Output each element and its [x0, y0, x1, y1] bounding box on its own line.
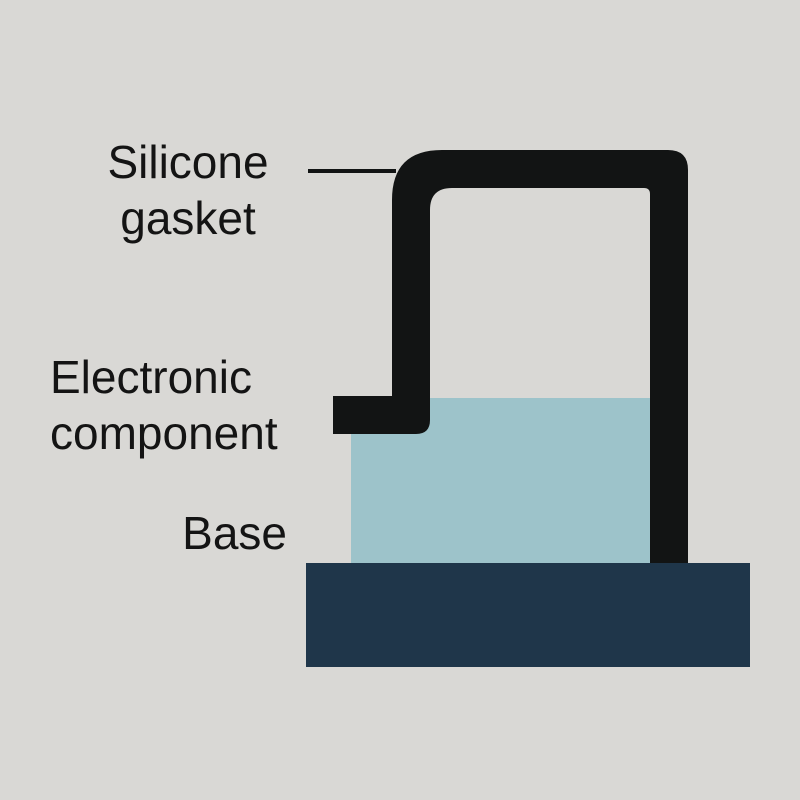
electronic-component-label-line-2: component — [50, 407, 278, 459]
base-plate — [306, 563, 750, 667]
silicone-gasket-label-line-2: gasket — [120, 192, 256, 244]
silicone-gasket-label: Silicone gasket — [88, 134, 288, 246]
silicone-gasket-shape — [333, 150, 688, 563]
electronic-component-label: Electronic component — [50, 349, 322, 461]
electronic-component-label-line-1: Electronic — [50, 351, 252, 403]
silicone-gasket-label-line-1: Silicone — [107, 136, 269, 188]
base-label-text: Base — [182, 507, 287, 559]
base-label: Base — [167, 505, 287, 561]
